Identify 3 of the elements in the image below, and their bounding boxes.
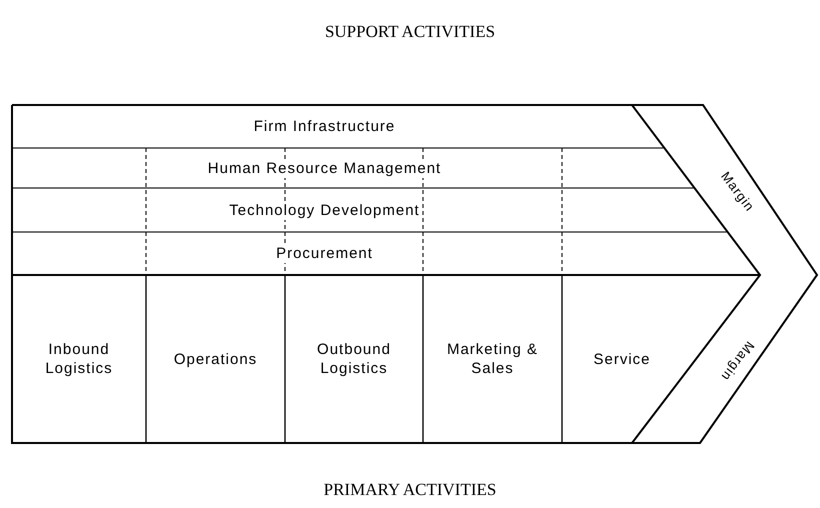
section-heading: SUPPORT ACTIVITIES (324, 22, 496, 42)
section-heading: PRIMARY ACTIVITIES (324, 480, 496, 500)
activity-label: Procurement (276, 244, 373, 263)
